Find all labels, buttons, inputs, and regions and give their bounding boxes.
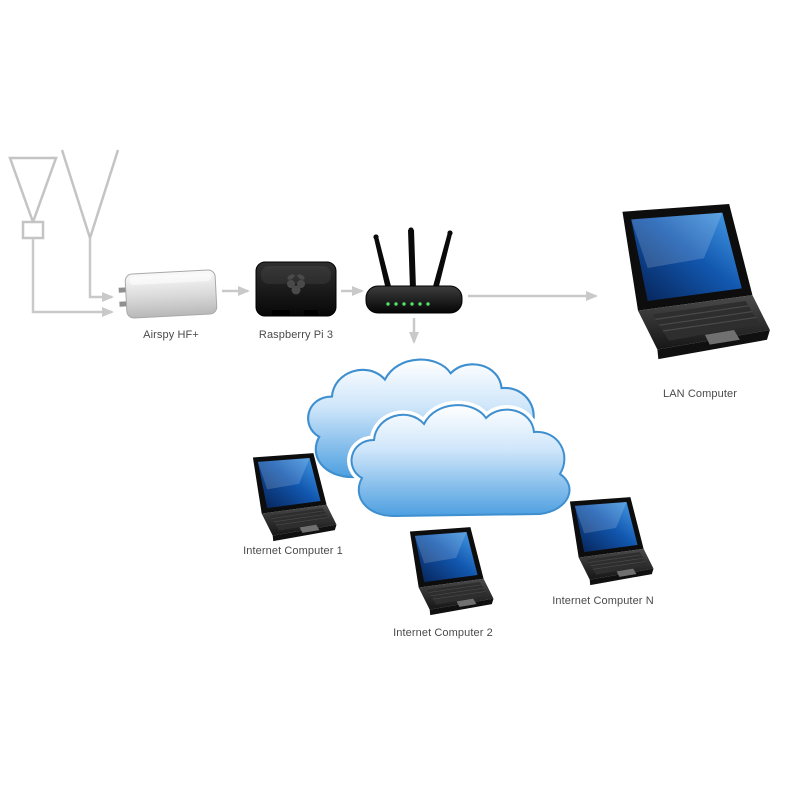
router-led-lights (386, 302, 430, 306)
internet-computer-1-label: Internet Computer 1 (243, 545, 343, 557)
dipole-antenna-icon (60, 149, 120, 239)
airspy-label: Airspy HF+ (143, 329, 199, 341)
internet-computer-n-laptop-icon (569, 496, 654, 586)
internet-computer-2-laptop-icon (409, 526, 494, 616)
internet-cloud-icon (307, 358, 571, 517)
wifi-router-device-icon (365, 227, 463, 314)
lan-computer-label: LAN Computer (663, 388, 737, 400)
cloud-front (350, 404, 571, 517)
router-antennas-icon (373, 227, 453, 290)
feedline-dipole-antenna-to-airspy (88, 238, 114, 302)
lan-computer-laptop-icon (621, 203, 771, 360)
raspberry-logo-icon (287, 274, 305, 295)
raspberry-pi-device-icon (255, 261, 337, 317)
loop-antenna-icon (8, 156, 58, 240)
internet-computer-n-label: Internet Computer N (552, 595, 654, 607)
feedline-loop-antenna-to-airspy (31, 238, 114, 317)
internet-computer-2-label: Internet Computer 2 (393, 627, 493, 639)
raspberry-pi-label: Raspberry Pi 3 (258, 329, 334, 341)
airspy-device-icon (118, 269, 218, 319)
